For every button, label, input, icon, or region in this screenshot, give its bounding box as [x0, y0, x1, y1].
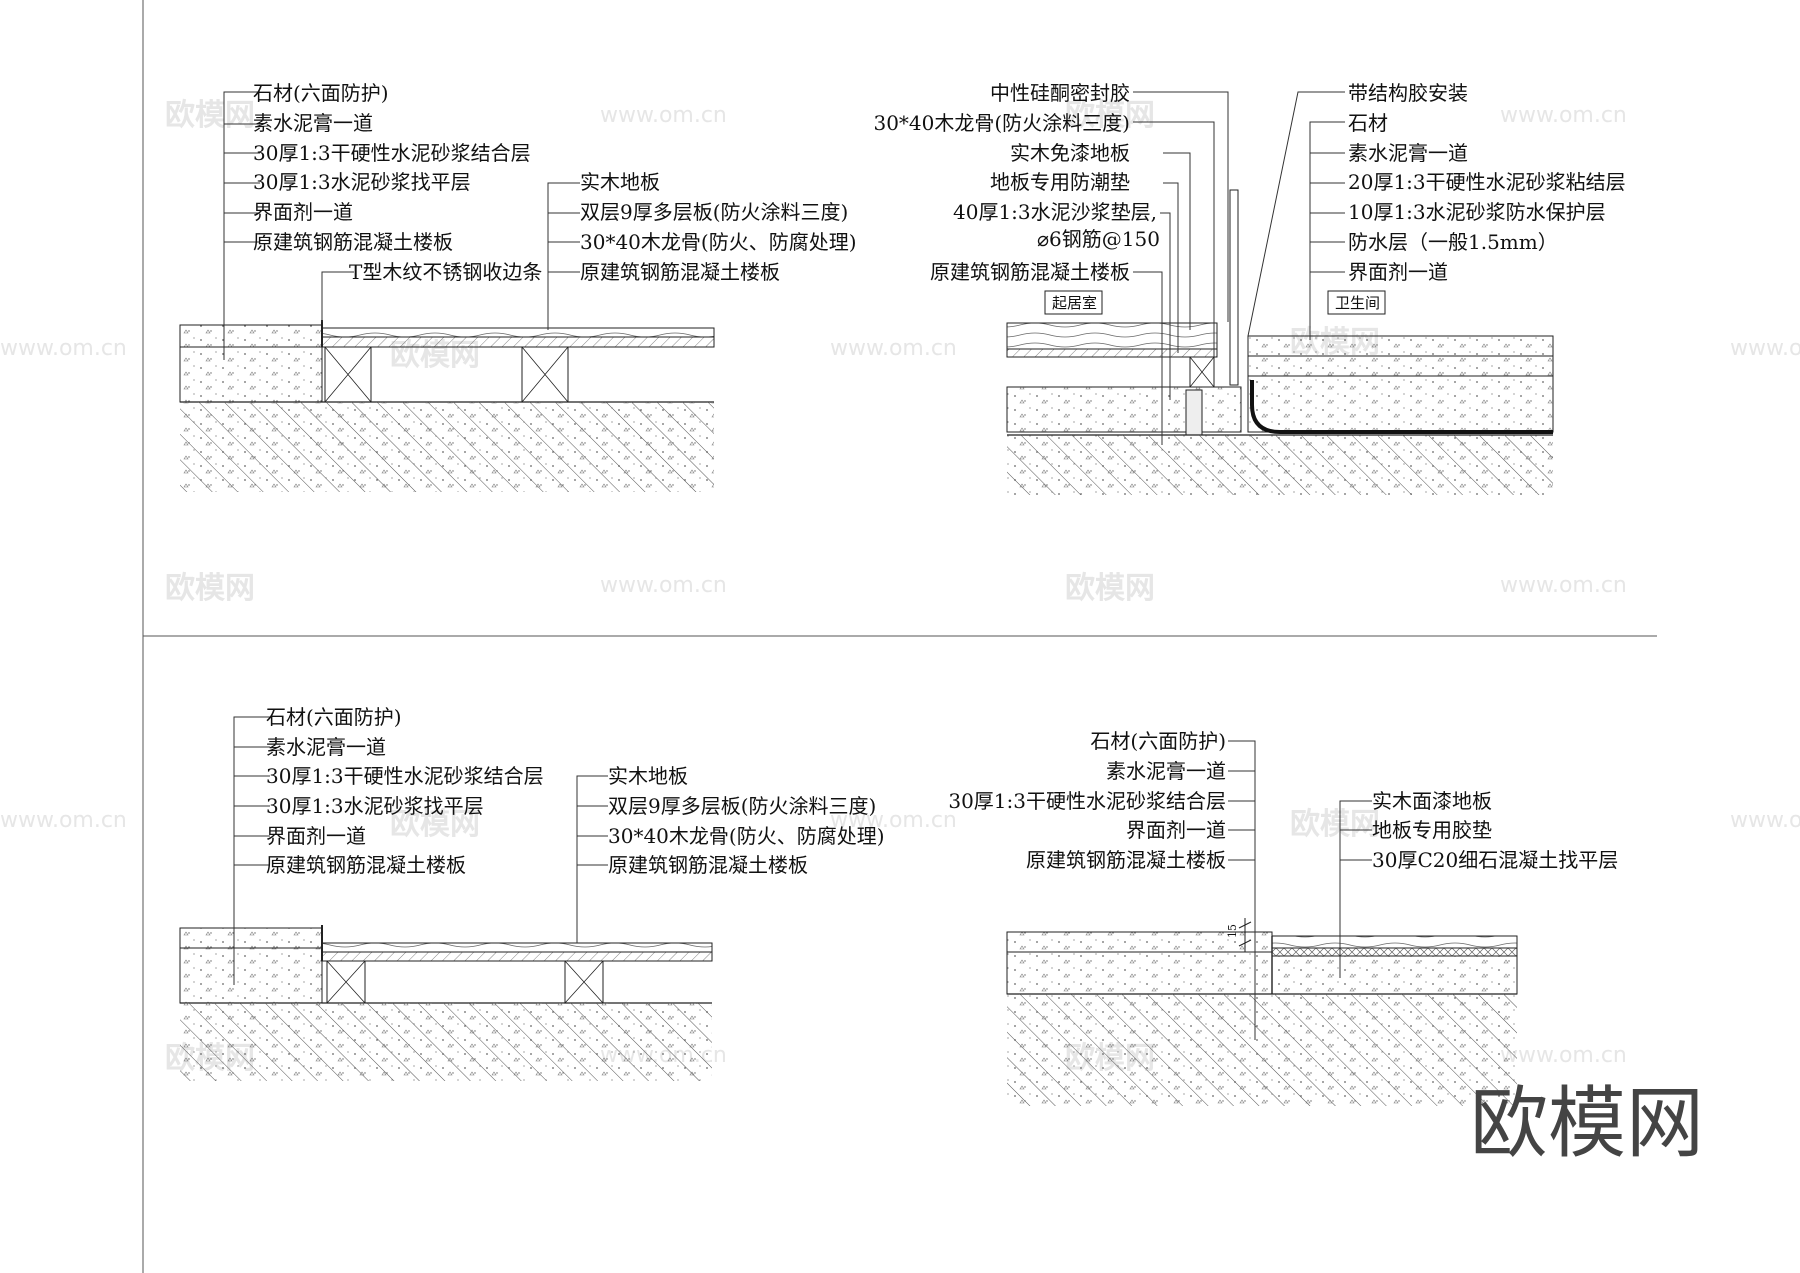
detail2-right-label: 防水层（一般1.5mm）	[1348, 230, 1558, 254]
detail1-left-label: 30厚1:3水泥砂浆找平层	[253, 170, 471, 194]
detail2-right-label: 素水泥膏一道	[1348, 141, 1468, 165]
detail4-right-label: 30厚C20细石混凝土找平层	[1372, 848, 1618, 872]
brand-logo: 欧模网	[1470, 1079, 1704, 1169]
detail-3: 石材(六面防护) 素水泥膏一道 30厚1:3干硬性水泥砂浆结合层 30厚1:3水…	[179, 705, 885, 1081]
detail-4: 15 石材(六面防护) 素水泥膏一道 30厚1:3干硬性水泥砂浆结合层 界面剂一…	[948, 729, 1618, 1106]
detail4-right-label: 实木面漆地板	[1372, 789, 1492, 813]
detail3-left-label: 原建筑钢筋混凝土楼板	[266, 853, 466, 877]
watermark-url: www.om.cn	[0, 336, 127, 361]
room-tag-bathroom: 卫生间	[1335, 294, 1380, 312]
detail3-left-label: 30厚1:3干硬性水泥砂浆结合层	[266, 764, 544, 788]
detail4-left-label: 素水泥膏一道	[1106, 759, 1226, 783]
detail3-left-label: 素水泥膏一道	[266, 735, 386, 759]
detail4-left-label: 30厚1:3干硬性水泥砂浆结合层	[948, 789, 1226, 813]
watermark-brand: 欧模网	[165, 571, 255, 606]
detail2-right-label: 20厚1:3干硬性水泥砂浆粘结层	[1348, 170, 1626, 194]
detail1-left-label: 界面剂一道	[253, 200, 353, 224]
detail2-right-label: 带结构胶安装	[1348, 81, 1468, 105]
watermark-url: www.om.cn	[830, 808, 957, 833]
detail1-left-label: 素水泥膏一道	[253, 111, 373, 135]
detail2-left-label: 30*40木龙骨(防火涂料三度)	[873, 111, 1130, 135]
detail4-left-label: 界面剂一道	[1126, 818, 1226, 842]
detail2-left-label: 原建筑钢筋混凝土楼板	[930, 260, 1130, 284]
detail-1: 石材(六面防护) 素水泥膏一道 30厚1:3干硬性水泥砂浆结合层 30厚1:3水…	[179, 81, 857, 492]
watermark-url: www.om.cn	[0, 808, 127, 833]
detail3-left-label: 界面剂一道	[266, 824, 366, 848]
detail1-left-label: 原建筑钢筋混凝土楼板	[253, 230, 453, 254]
watermark-url: www.om.cn	[830, 336, 957, 361]
watermark-brand: 欧模网	[165, 98, 255, 133]
watermark-url: www.om.cn	[600, 103, 727, 128]
room-tag-living: 起居室	[1052, 294, 1097, 312]
detail4-right-label: 地板专用胶垫	[1372, 818, 1492, 842]
detail2-left-label: 40厚1:3水泥沙浆垫层,	[953, 200, 1157, 224]
detail1-edge-label: T型木纹不锈钢收边条	[349, 260, 542, 284]
detail1-right-label: 原建筑钢筋混凝土楼板	[580, 260, 780, 284]
detail3-left-label: 30厚1:3水泥砂浆找平层	[266, 794, 484, 818]
detail3-left-label: 石材(六面防护)	[266, 705, 402, 729]
detail3-right-label: 实木地板	[608, 764, 688, 788]
detail2-left-label: 中性硅酮密封胶	[990, 81, 1130, 105]
watermark-url: www.om.cn	[1500, 573, 1627, 598]
detail2-left-label: 实木免漆地板	[1010, 141, 1130, 165]
detail1-left-label: 30厚1:3干硬性水泥砂浆结合层	[253, 141, 531, 165]
detail1-right-label: 实木地板	[580, 170, 660, 194]
watermark-url: www.om.cn	[1500, 1043, 1627, 1068]
watermark-url: www.om.cn	[1500, 103, 1627, 128]
detail2-right-label: 石材	[1348, 111, 1388, 135]
watermark-url: www.om.cn	[600, 573, 727, 598]
sheet-frame	[142, 0, 1657, 1273]
detail2-right-label: 10厚1:3水泥砂浆防水保护层	[1348, 200, 1606, 224]
detail3-right-label: 双层9厚多层板(防火涂料三度)	[608, 794, 876, 818]
detail2-left-label: 地板专用防潮垫	[990, 170, 1130, 194]
detail-2: 起居室 卫生间 中性硅酮密封胶 30*40木龙骨(防火涂料三度) 实木免漆地板 …	[873, 81, 1626, 495]
watermark-brand: 欧模网	[1065, 571, 1155, 606]
detail3-right-label: 原建筑钢筋混凝土楼板	[608, 853, 808, 877]
detail2-right-label: 界面剂一道	[1348, 260, 1448, 284]
detail4-left-label: 石材(六面防护)	[1090, 729, 1226, 753]
watermark-brand: 欧模网	[1290, 807, 1380, 842]
watermark-url: www.om.cn	[1730, 336, 1800, 361]
detail3-right-label: 30*40木龙骨(防火、防腐处理)	[608, 824, 885, 848]
detail1-right-label: 双层9厚多层板(防火涂料三度)	[580, 200, 848, 224]
detail4-dimension: 15	[1226, 924, 1239, 938]
detail2-left-label: ⌀6钢筋@150	[1037, 227, 1160, 251]
watermark-brand: 欧模网	[1065, 98, 1155, 133]
detail4-left-label: 原建筑钢筋混凝土楼板	[1026, 848, 1226, 872]
detail1-right-label: 30*40木龙骨(防火、防腐处理)	[580, 230, 857, 254]
watermark-url: www.om.cn	[1730, 808, 1800, 833]
detail1-left-label: 石材(六面防护)	[253, 81, 389, 105]
watermark-brand: 欧模网	[390, 807, 480, 842]
